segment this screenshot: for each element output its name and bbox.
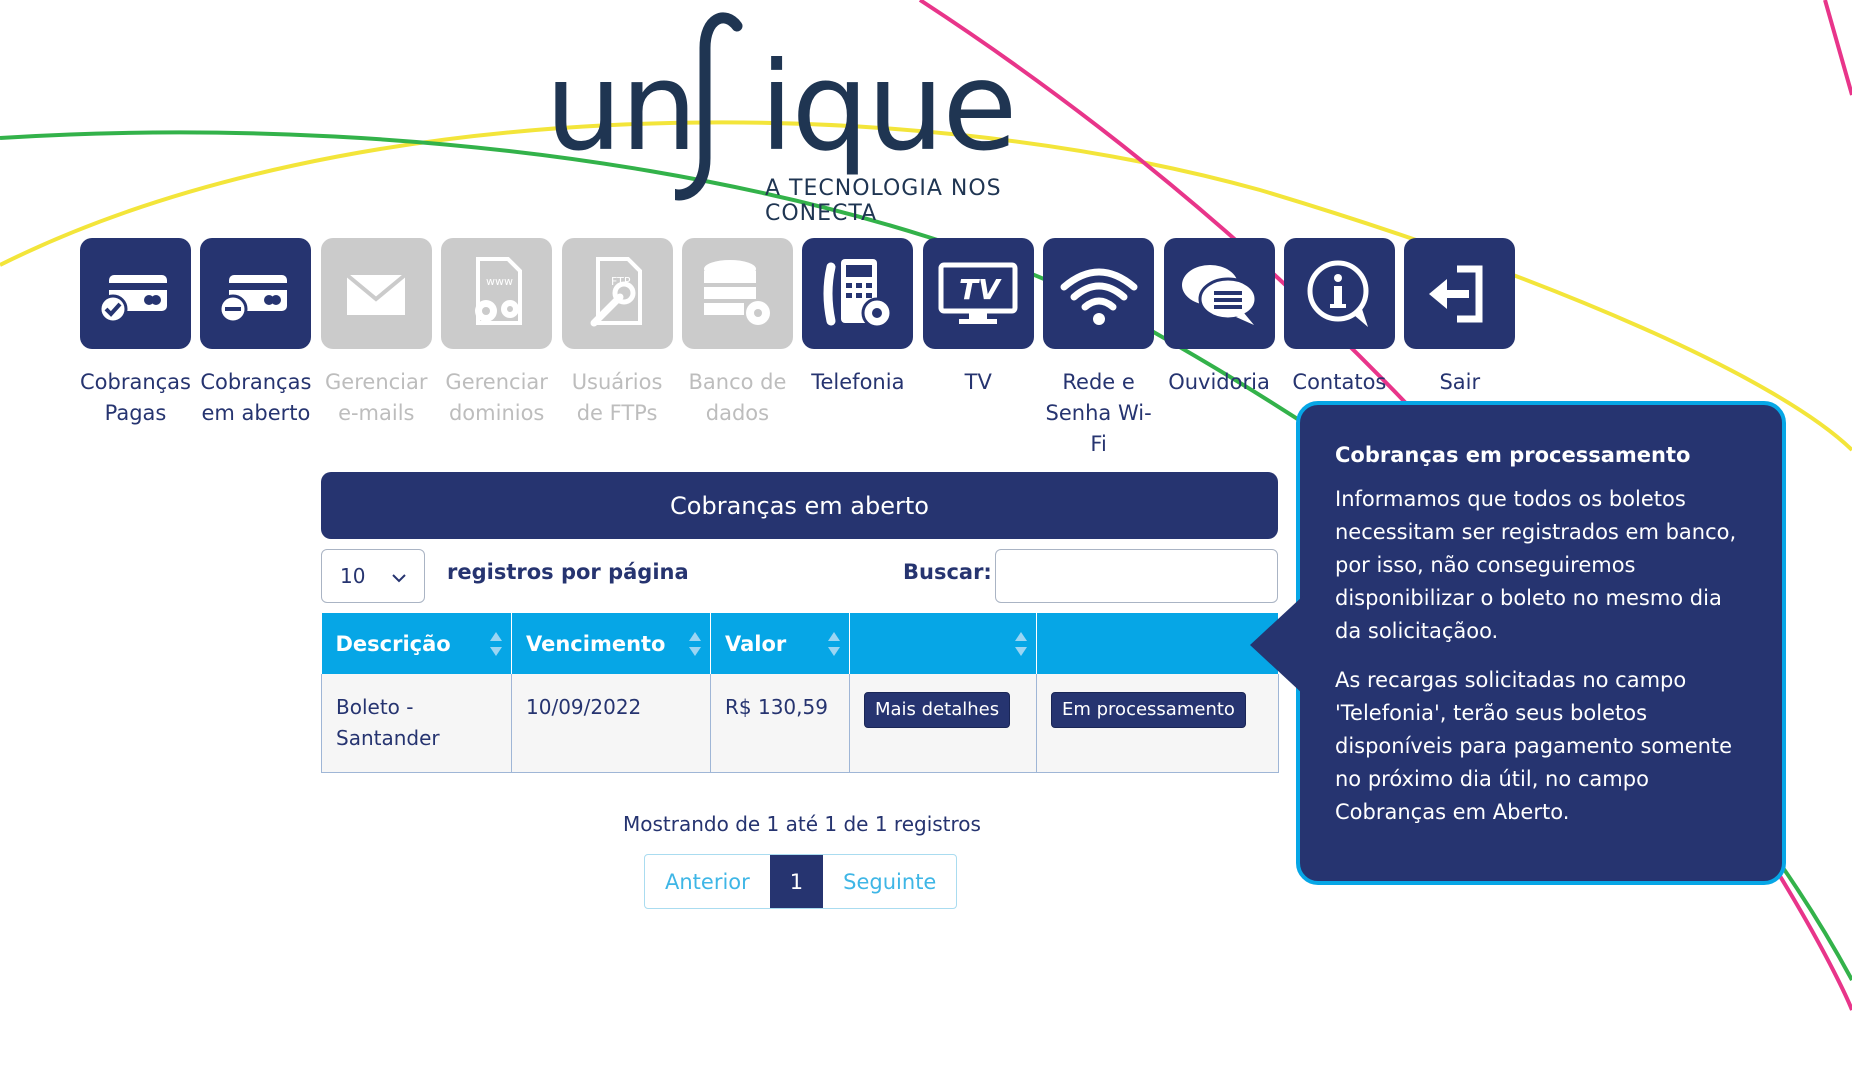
sort-icon [1015, 632, 1027, 656]
cell-status: Em processamento [1036, 674, 1279, 773]
nav-label: Contatos [1292, 370, 1387, 394]
card-check-icon [98, 274, 167, 323]
nav-tile[interactable] [681, 238, 793, 349]
exit-icon [1428, 265, 1483, 322]
popover-paragraph: Informamos que todos os boletos necessit… [1335, 487, 1737, 643]
nav-label: Rede e Senha Wi-Fi [1045, 370, 1152, 456]
svg-text:TV: TV [959, 273, 1002, 306]
sort-icon [828, 632, 840, 656]
column-header-status [1036, 613, 1279, 674]
nav-label: Telefonia [811, 370, 905, 394]
nav-gerenciar-emails[interactable]: Gerenciar e-mails [320, 238, 432, 460]
nav-usuarios-ftps[interactable]: FTP Usuários de FTPs [561, 238, 673, 460]
nav-cobrancas-em-aberto[interactable]: Cobranças em aberto [200, 238, 312, 460]
nav-cobrancas-pagas[interactable]: Cobranças Pagas [80, 238, 191, 460]
nav-ouvidoria[interactable]: Ouvidoria [1163, 238, 1275, 460]
cell-valor: R$ 130,59 [710, 674, 850, 773]
table-row: Boleto - Santander 10/09/2022 R$ 130,59 … [321, 674, 1279, 773]
popover-arrow [1250, 595, 1304, 695]
nav-banco-de-dados[interactable]: Banco de dados [681, 238, 793, 460]
nav-label: TV [964, 370, 992, 394]
nav-label: Banco de dados [688, 370, 787, 425]
envelope-icon [346, 272, 407, 315]
column-header-descricao[interactable]: Descrição [321, 613, 512, 674]
wifi-icon [1060, 268, 1138, 325]
nav-tile[interactable] [200, 238, 312, 349]
tv-icon: TV [938, 262, 1018, 324]
pagination-next[interactable]: Seguinte [843, 869, 937, 894]
nav-tv[interactable]: TV TV [922, 238, 1034, 460]
database-gear-icon [704, 259, 771, 325]
processing-popover: Cobranças em processamento Informamos qu… [1296, 401, 1786, 885]
chat-bubbles-icon [1182, 264, 1258, 325]
logo-tagline: A TECNOLOGIA NOS CONECTA [765, 176, 1002, 226]
nav-tile[interactable]: FTP [561, 238, 673, 349]
nav-label: Usuários de FTPs [571, 370, 663, 425]
panel-title: Cobranças em aberto [321, 472, 1278, 539]
table-header-row: Descrição Vencimento Valor [321, 613, 1279, 674]
cell-vencimento: 10/09/2022 [511, 674, 711, 773]
nav-tile[interactable] [1404, 238, 1516, 349]
nav-tile[interactable]: TV [922, 238, 1034, 349]
search-label: Buscar: [903, 560, 992, 584]
nav-label: Cobranças em aberto [200, 370, 312, 425]
nav-tile[interactable] [1043, 238, 1155, 349]
charges-table: Descrição Vencimento Valor Boleto - Sant… [321, 613, 1279, 773]
nav-sair[interactable]: Sair [1404, 238, 1516, 460]
cell-descricao: Boleto - Santander [321, 674, 512, 773]
pagination: Anterior 1 Seguinte [644, 854, 958, 909]
nav-tile[interactable]: www [441, 238, 553, 349]
www-gears-icon: www [474, 256, 522, 325]
page-length-select[interactable]: 10 [321, 549, 425, 603]
popover-title: Cobranças em processamento [1335, 443, 1691, 467]
search-input[interactable] [995, 549, 1278, 603]
nav-contatos[interactable]: Contatos [1283, 238, 1395, 460]
page-length-value: 10 [340, 564, 366, 588]
nav-tile[interactable] [1163, 238, 1275, 349]
chevron-down-icon [392, 564, 406, 588]
nav-tile[interactable] [320, 238, 432, 349]
nav-label: Ouvidoria [1168, 370, 1270, 394]
nav-telefonia[interactable]: Telefonia [802, 238, 914, 460]
pagination-page-1[interactable]: 1 [769, 855, 824, 908]
nav-tile[interactable] [1283, 238, 1395, 349]
nav-rede-senha-wifi[interactable]: Rede e Senha Wi-Fi [1043, 238, 1155, 460]
nav-tile[interactable] [802, 238, 914, 349]
nav-gerenciar-dominios[interactable]: www Gerenciar dominios [441, 238, 553, 460]
nav-tile[interactable] [80, 238, 191, 349]
pagination-prev[interactable]: Anterior [665, 869, 750, 894]
column-header-detalhes[interactable] [849, 613, 1037, 674]
table-info: Mostrando de 1 até 1 de 1 registros [623, 812, 981, 836]
sort-icon [689, 632, 701, 656]
info-bubble-icon [1307, 260, 1369, 327]
svg-text:www: www [486, 275, 513, 288]
status-button[interactable]: Em processamento [1051, 692, 1246, 728]
sort-icon [490, 632, 502, 656]
ftp-wrench-icon: FTP [590, 256, 643, 326]
nav-label: Sair [1439, 370, 1481, 394]
column-header-vencimento[interactable]: Vencimento [511, 613, 711, 674]
nav-label: Gerenciar dominios [445, 370, 548, 425]
cell-detalhes: Mais detalhes [849, 674, 1037, 773]
phone-gear-icon [823, 258, 893, 328]
column-header-valor[interactable]: Valor [710, 613, 850, 674]
popover-paragraph: As recargas solicitadas no campo 'Telefo… [1335, 668, 1733, 824]
nav-label: Cobranças Pagas [79, 370, 191, 425]
card-minus-icon [218, 274, 287, 323]
nav-label: Gerenciar e-mails [325, 370, 428, 425]
page-length-label: registros por página [447, 560, 689, 584]
logo-f-stroke [675, 12, 743, 201]
service-nav: Cobranças Pagas Cobranças em aberto Gere… [80, 238, 1525, 460]
details-button[interactable]: Mais detalhes [864, 692, 1011, 728]
